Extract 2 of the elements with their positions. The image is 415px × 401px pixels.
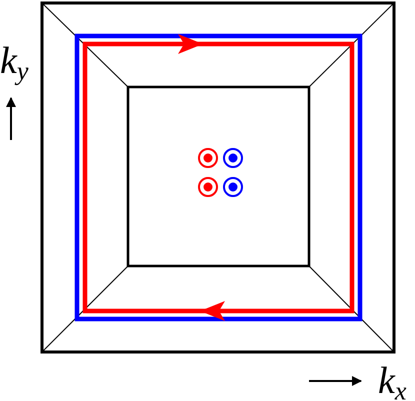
axis-label: k$_{y}$ [0,42,28,84]
axis-label: k$_{x}$ [378,362,406,401]
